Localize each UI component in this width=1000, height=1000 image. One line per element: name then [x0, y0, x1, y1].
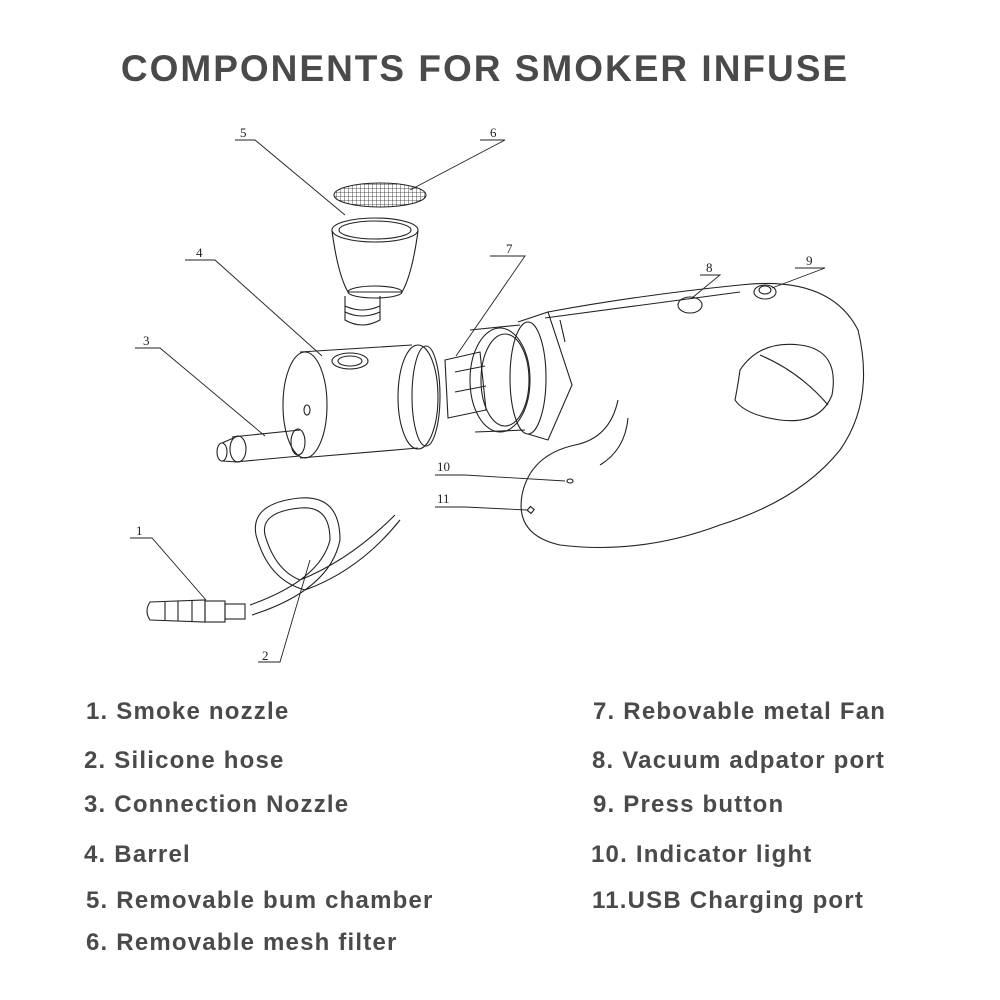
callout-11: 11 — [437, 491, 450, 506]
callout-9: 9 — [806, 253, 813, 268]
callout-6: 6 — [490, 125, 497, 140]
legend-item: 9. Press button — [593, 791, 785, 818]
diagram-title: COMPONENTS FOR SMOKER INFUSE — [120, 48, 850, 89]
legend-item: 4. Barrel — [84, 841, 191, 868]
legend-item: 10. Indicator light — [591, 841, 813, 868]
mesh-filter-part — [333, 182, 427, 208]
silicone-hose-part — [249, 497, 401, 616]
callout-1: 1 — [136, 523, 143, 538]
callout-7: 7 — [506, 241, 513, 256]
legend-item: 3. Connection Nozzle — [84, 791, 350, 818]
callout-3: 3 — [143, 333, 150, 348]
legend-item: 1. Smoke nozzle — [86, 698, 290, 725]
legend-item: 2. Silicone hose — [84, 747, 285, 774]
callout-8: 8 — [706, 260, 713, 275]
legend-item: 8. Vacuum adpator port — [592, 747, 886, 774]
legend-item: 11.USB Charging port — [592, 887, 865, 914]
legend-item: 6. Removable mesh filter — [86, 929, 398, 956]
callout-10: 10 — [437, 459, 450, 474]
burn-chamber-part — [331, 217, 419, 326]
callout-2: 2 — [262, 648, 269, 663]
leader-lines — [130, 139, 826, 663]
callout-numbers: 5 6 4 3 7 8 9 10 11 1 2 — [136, 125, 813, 663]
callout-4: 4 — [196, 245, 203, 260]
legend-item: 5. Removable bum chamber — [86, 887, 434, 914]
smoke-nozzle-part — [146, 599, 246, 623]
connection-nozzle-part — [216, 428, 306, 463]
callout-5: 5 — [240, 125, 247, 140]
metal-fan-part — [444, 324, 531, 433]
legend-item: 7. Rebovable metal Fan — [593, 698, 887, 725]
barrel-part — [282, 344, 441, 459]
smoker-body-part — [509, 282, 865, 549]
